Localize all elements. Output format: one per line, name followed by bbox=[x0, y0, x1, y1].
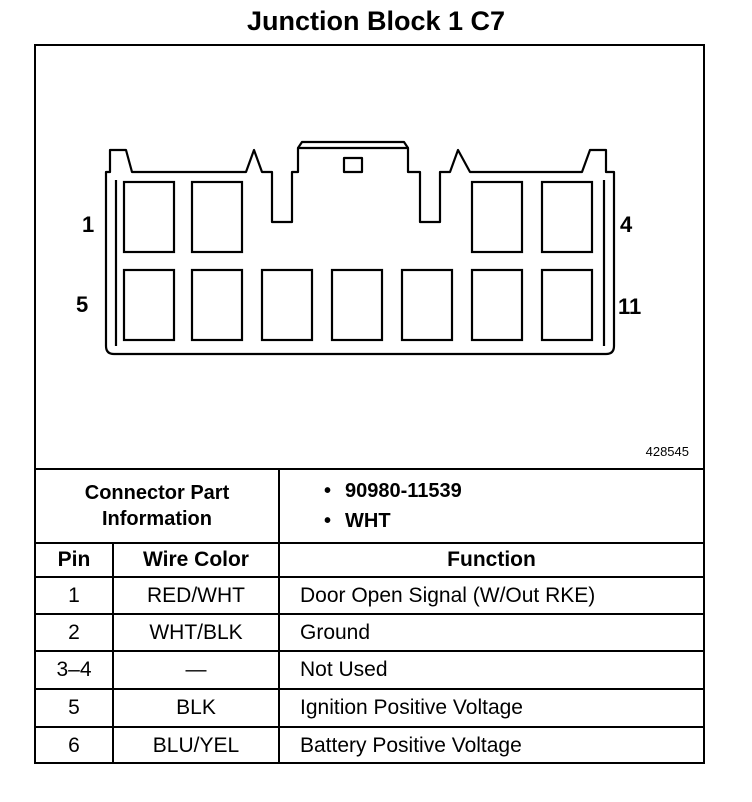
pin-label-5: 5 bbox=[76, 292, 89, 317]
connector-info-values: •90980-11539 •WHT bbox=[278, 470, 703, 542]
connector-body bbox=[104, 146, 616, 356]
table-header: Pin Wire Color Function bbox=[36, 542, 703, 576]
connector-info-label: Connector Part Information bbox=[84, 482, 230, 530]
connector-info-row: Connector Part Information •90980-11539 … bbox=[36, 468, 703, 542]
table-row: 1 RED/WHT Door Open Signal (W/Out RKE) bbox=[36, 576, 703, 613]
connector-latch bbox=[297, 140, 409, 149]
cavity-6 bbox=[190, 268, 244, 342]
pin-label-4: 4 bbox=[620, 212, 633, 237]
cavity-2 bbox=[190, 180, 244, 254]
info-item: •WHT bbox=[324, 509, 391, 532]
cavity-11 bbox=[540, 268, 594, 342]
cavity-4 bbox=[540, 180, 594, 254]
latch-notch bbox=[342, 156, 364, 174]
cavity-7 bbox=[260, 268, 314, 342]
cavity-9 bbox=[400, 268, 454, 342]
table-row: 3–4 — Not Used bbox=[36, 650, 703, 688]
cavity-3 bbox=[470, 180, 524, 254]
connector-drawing bbox=[104, 140, 616, 356]
cavity-10 bbox=[470, 268, 524, 342]
figure-number: 428545 bbox=[645, 444, 689, 459]
header-pin: Pin bbox=[57, 548, 91, 571]
header-wire-color: Wire Color bbox=[112, 544, 278, 576]
table-row: 6 BLU/YEL Battery Positive Voltage bbox=[36, 726, 703, 764]
page-title: Junction Block 1 C7 bbox=[246, 6, 506, 36]
info-item: •90980-11539 bbox=[324, 479, 462, 502]
table-row: 2 WHT/BLK Ground bbox=[36, 613, 703, 650]
table-row: 5 BLK Ignition Positive Voltage bbox=[36, 688, 703, 726]
cavity-5 bbox=[122, 268, 176, 342]
cavity-1 bbox=[122, 180, 176, 254]
pin-label-1: 1 bbox=[82, 212, 95, 237]
cavity-8 bbox=[330, 268, 384, 342]
pin-label-11: 11 bbox=[618, 294, 642, 319]
connector-frame: 1 4 5 11 428545 Connector Part Informati… bbox=[34, 44, 705, 764]
connector-diagram: 1 4 5 11 428545 bbox=[36, 46, 703, 468]
header-function: Function bbox=[278, 544, 703, 576]
